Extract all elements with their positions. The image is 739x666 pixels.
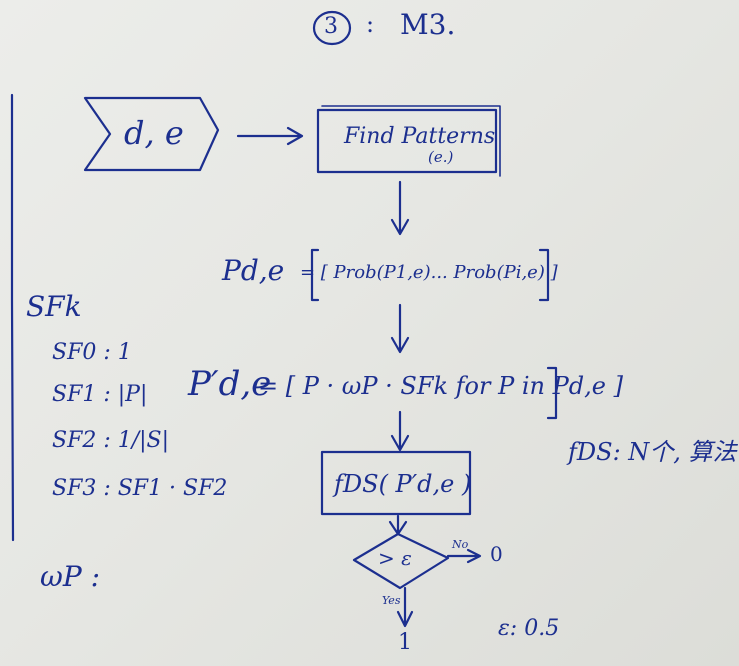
process-node-shape	[316, 108, 498, 174]
sf-item-0: SF0 : 1	[52, 340, 132, 365]
process-node-sublabel: (e.)	[428, 148, 454, 166]
arrow-decision-yes	[396, 586, 414, 628]
sf-item-1: SF1 : |P|	[52, 382, 148, 407]
arrow-input-to-process	[236, 126, 304, 146]
arrow-weighted-to-fds	[390, 410, 410, 452]
decision-yes-label: Yes	[382, 594, 401, 607]
weight-note: ωP :	[40, 560, 101, 593]
header-circle	[312, 10, 352, 46]
prob-vector-rhs: = [ Prob(P1,e)... Prob(Pi,e) ]	[300, 262, 558, 283]
left-margin-line	[10, 93, 15, 542]
prob-vector-lhs: Pd,e	[222, 254, 285, 287]
header-title: M3.	[400, 8, 456, 41]
decision-yes-result: 1	[398, 630, 412, 655]
input-node-label: d, e	[124, 114, 184, 152]
epsilon-note: ε: 0.5	[498, 616, 560, 641]
fds-node-label: fDS( P′d,e )	[334, 470, 472, 498]
arrow-fds-to-decision	[388, 514, 408, 536]
header-separator: :	[366, 10, 375, 38]
arrow-decision-no	[446, 548, 482, 564]
decision-no-result: 0	[490, 542, 503, 566]
sf-title: SFk	[26, 290, 82, 323]
weighted-vector-lhs: P′d,e	[188, 364, 272, 404]
process-node-label: Find Patterns	[344, 124, 496, 149]
sf-item-2: SF2 : 1/|S|	[52, 428, 170, 453]
sf-item-3: SF3 : SF1 · SF2	[52, 476, 228, 501]
fds-node-shape	[320, 450, 472, 516]
decision-shape	[352, 532, 450, 590]
input-node-shape	[83, 96, 220, 172]
header-number: 3	[324, 14, 338, 39]
arrow-process-to-prob	[390, 180, 410, 236]
arrow-prob-to-weighted	[390, 303, 410, 354]
weighted-vector-rhs: = [ P · ωP · SFk for P in Pd,e ]	[258, 372, 623, 400]
fds-note: fDS: N个, 算法	[568, 438, 737, 466]
decision-no-label: No	[452, 538, 469, 551]
decision-label: > ε	[378, 546, 412, 570]
